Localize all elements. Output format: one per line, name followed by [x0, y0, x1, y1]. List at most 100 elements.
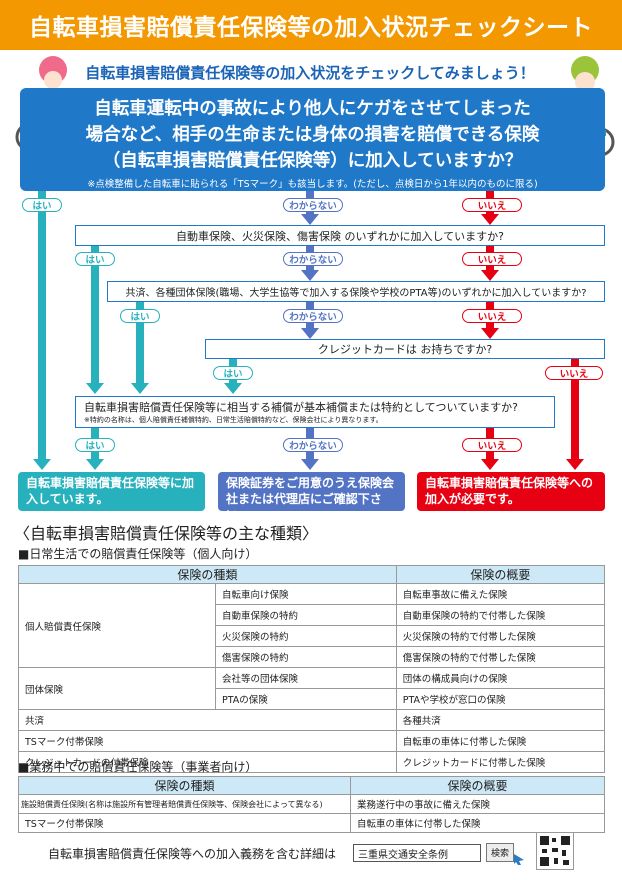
column-header: 保険の種類 — [18, 565, 397, 584]
question-text: 自動車保険、火災保険、傷害保険 のいずれかに加入していますか? — [175, 229, 504, 243]
table-row: 個人賠償責任保険自転車向け保険自転車事故に備えた保険 — [18, 583, 606, 668]
business-heading: ■業務中での賠償責任保険等（事業者向け） — [18, 760, 258, 774]
table-row: 共済各種共済 — [18, 709, 606, 731]
arrow-down-icon — [224, 383, 242, 394]
arrow-down-icon — [33, 459, 51, 470]
main-question-line: 自転車運転中の事故により他人にケガをさせてしまった — [94, 99, 531, 119]
cursor-pointer-icon — [514, 854, 524, 865]
type-cell: 会社等の団体保険 — [215, 667, 397, 689]
column-header: 保険の種類 — [18, 776, 351, 795]
type-cell: 共済 — [18, 709, 397, 731]
arrow-down-icon — [566, 459, 584, 470]
answer-no-label: いいえ — [462, 309, 522, 323]
table-row: 施設賠償責任保険(名称は施設所有管理者賠償責任保険等、保険会社によって異なる)業… — [18, 794, 605, 814]
type-cell: 火災保険の特約 — [215, 625, 397, 647]
arrow-down-icon — [481, 270, 499, 281]
summary-cell: 団体の構成員向けの保険 — [395, 667, 606, 689]
summary-cell: 自転車の車体に付帯した保険 — [350, 813, 605, 833]
question-note: ※特約の名称は、個人賠償責任補償特約、日常生活賠償特約など、保険会社により異なり… — [84, 416, 383, 424]
flow-line-no — [571, 358, 579, 461]
personal-heading: ■日常生活での賠償責任保険等（個人向け） — [18, 547, 258, 561]
subtitle: 自転車損害賠償責任保険等の加入状況をチェックしてみましょう！ — [85, 64, 535, 82]
question-text: クレジットカードは お持ちですか? — [317, 343, 493, 356]
page-title: 自転車損害賠償責任保険等の加入状況チェックシート — [0, 0, 622, 50]
summary-cell: クレジットカードに付帯した保険 — [395, 751, 606, 773]
arrow-down-icon — [481, 214, 499, 225]
arrow-down-icon — [301, 459, 319, 470]
result-enrolled: 自転車損害賠償責任保険等に加入しています。 — [18, 472, 205, 511]
question-text: 共済、各種団体保険(職場、大学生協等で加入する保険や学校のPTA等)のいずれかに… — [125, 288, 587, 299]
question-text: 自転車損害賠償責任保険等に相当する補償が基本補償または特約としてついていますか? — [84, 401, 518, 414]
arrow-down-icon — [481, 459, 499, 470]
group-cell: 個人賠償責任保険 — [18, 583, 216, 668]
main-question-note: ※点検整備した自転車に貼られる「TSマーク」も該当します。(ただし、点検日から1… — [87, 179, 538, 190]
answer-unknown-label: わからない — [283, 198, 343, 212]
table-row: TSマーク付帯保険自転車の車体に付帯した保険 — [18, 813, 605, 833]
main-question-line: （自転車損害賠償責任保険等）に加入していますか？ — [102, 151, 523, 171]
summary-cell: 自転車の車体に付帯した保険 — [395, 730, 606, 752]
arrow-down-icon — [86, 383, 104, 394]
summary-cell: PTAや学校が窓口の保険 — [395, 688, 606, 710]
answer-yes-label: はい — [120, 309, 160, 323]
table-row: 団体保険会社等の団体保険団体の構成員向けの保険 — [18, 667, 606, 710]
type-cell: TSマーク付帯保険 — [18, 813, 351, 833]
personal-insurance-table: 保険の種類保険の概要 個人賠償責任保険自転車向け保険自転車事故に備えた保険 自動… — [18, 565, 606, 773]
question-box-q2: 自動車保険、火災保険、傷害保険 のいずれかに加入していますか? — [75, 225, 605, 246]
arrow-down-icon — [86, 459, 104, 470]
answer-yes-label: はい — [213, 366, 253, 380]
type-cell: PTAの保険 — [215, 688, 397, 710]
types-heading: 〈自転車損害賠償責任保険等の主な種類〉 — [14, 524, 319, 543]
type-cell: 自転車向け保険 — [215, 583, 397, 605]
type-cell: 自動車保険の特約 — [215, 604, 397, 626]
answer-no-label: いいえ — [462, 438, 522, 452]
table-row: 傷害保険の特約傷害保険の特約で付帯した保険 — [19, 646, 606, 668]
answer-yes-label: はい — [75, 252, 115, 266]
answer-unknown-label: わからない — [283, 252, 343, 266]
group-cell: 団体保険 — [18, 667, 216, 710]
summary-cell: 自転車事故に備えた保険 — [395, 583, 606, 605]
result-enrollment-required: 自転車損害賠償責任保険等への加入が必要です。 — [417, 472, 605, 511]
summary-cell: 各種共済 — [395, 709, 606, 731]
search-button[interactable]: 検索 — [486, 843, 514, 862]
type-cell: 傷害保険の特約 — [215, 646, 397, 668]
column-header: 保険の概要 — [395, 565, 606, 584]
table-row: 火災保険の特約火災保険の特約で付帯した保険 — [19, 625, 606, 647]
answer-unknown-label: わからない — [283, 309, 343, 323]
answer-no-label: いいえ — [545, 366, 603, 380]
result-check-with-insurer: 保険証券をご用意のうえ保険会社または代理店にご確認下さい。 — [218, 472, 405, 522]
main-question-box: 自転車運転中の事故により他人にケガをさせてしまった 場合など、相手の生命または身… — [20, 88, 605, 191]
summary-cell: 自動車保険の特約で付帯した保険 — [395, 604, 606, 626]
arrow-down-icon — [131, 383, 149, 394]
answer-yes-label: はい — [75, 438, 115, 452]
question-box-q5: 自転車損害賠償責任保険等に相当する補償が基本補償または特約としてついていますか?… — [75, 396, 555, 428]
table-row: TSマーク付帯保険自転車の車体に付帯した保険 — [18, 730, 606, 752]
table-row: クレジットカードの付帯保険クレジットカードに付帯した保険 — [18, 751, 606, 773]
qr-code-icon[interactable] — [536, 832, 574, 870]
answer-yes-label: はい — [22, 198, 62, 212]
arrow-down-icon — [301, 214, 319, 225]
main-question-line: 場合など、相手の生命または身体の損害を賠償できる保険 — [85, 125, 540, 145]
answer-unknown-label: わからない — [283, 438, 343, 452]
answer-no-label: いいえ — [462, 198, 522, 212]
question-box-q4: クレジットカードは お持ちですか? — [205, 339, 605, 359]
column-header: 保険の概要 — [350, 776, 605, 795]
summary-cell: 業務遂行中の事故に備えた保険 — [350, 794, 605, 814]
arrow-down-icon — [481, 328, 499, 339]
search-input[interactable]: 三重県交通安全条例 — [353, 844, 481, 862]
flow-line-yes — [38, 191, 46, 461]
type-cell: TSマーク付帯保険 — [18, 730, 397, 752]
arrow-down-icon — [301, 328, 319, 339]
summary-cell: 火災保険の特約で付帯した保険 — [395, 625, 606, 647]
business-insurance-table: 保険の種類保険の概要 施設賠償責任保険(名称は施設所有管理者賠償責任保険等、保険… — [18, 776, 605, 833]
question-box-q3: 共済、各種団体保険(職場、大学生協等で加入する保険や学校のPTA等)のいずれかに… — [107, 281, 605, 302]
type-cell: クレジットカードの付帯保険 — [18, 751, 397, 773]
flow-line-yes — [136, 301, 144, 385]
arrow-down-icon — [301, 270, 319, 281]
answer-no-label: いいえ — [462, 252, 522, 266]
flow-line-yes — [91, 245, 99, 385]
summary-cell: 傷害保険の特約で付帯した保険 — [395, 646, 606, 668]
type-cell: 施設賠償責任保険(名称は施設所有管理者賠償責任保険等、保険会社によって異なる) — [18, 794, 351, 814]
table-row: 自動車保険の特約自動車保険の特約で付帯した保険 — [19, 604, 606, 626]
footer-text: 自転車損害賠償責任保険等への加入義務を含む詳細は — [48, 847, 337, 861]
